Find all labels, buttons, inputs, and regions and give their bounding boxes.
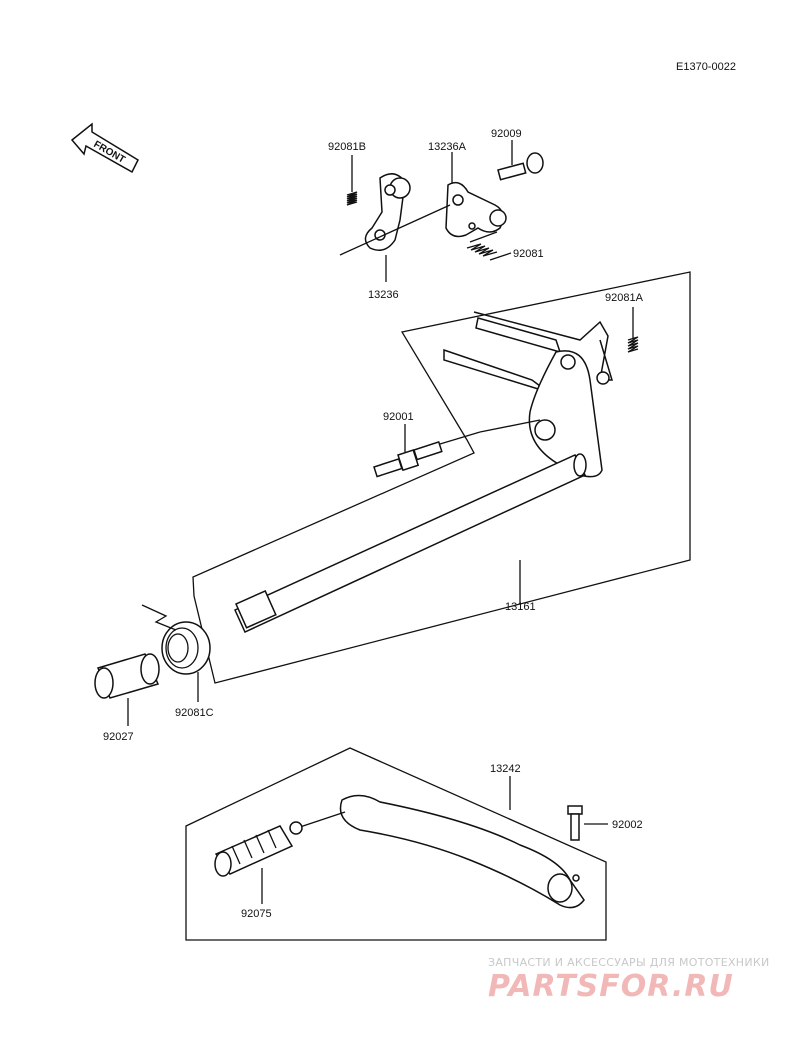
watermark-logo: PARTSFOR.RU — [488, 969, 734, 1004]
pedal-13242 — [289, 776, 585, 909]
collar-92027 — [94, 653, 160, 726]
spring-92081c — [141, 604, 211, 702]
label-92081a: 92081A — [605, 292, 644, 304]
label-92027: 92027 — [103, 731, 134, 743]
label-92009: 92009 — [491, 128, 522, 140]
label-92075: 92075 — [241, 908, 272, 920]
label-13236: 13236 — [368, 289, 399, 301]
bottom-group-frame — [185, 747, 607, 941]
label-92081c: 92081C — [175, 707, 214, 719]
label-13236a: 13236A — [428, 141, 467, 153]
shaft-13161 — [234, 453, 587, 633]
spring-92081b — [346, 184, 358, 206]
pedal-rubber-92075 — [214, 825, 294, 904]
shift-lever-assembly — [443, 307, 639, 478]
label-92001: 92001 — [383, 411, 414, 423]
label-92002: 92002 — [612, 819, 643, 831]
label-13242: 13242 — [490, 763, 521, 775]
watermark-tagline: ЗАПЧАСТИ И АКСЕССУАРЫ ДЛЯ МОТОТЕХНИКИ — [488, 956, 770, 969]
spring-92081 — [466, 243, 498, 257]
label-13161: 13161 — [505, 601, 536, 613]
middle-group-frame — [192, 271, 691, 684]
bolt-92009 — [497, 152, 544, 181]
label-92081b: 92081B — [328, 141, 366, 153]
top-group — [339, 140, 544, 282]
bolt-92001 — [373, 419, 541, 478]
front-arrow-icon: FRONT — [70, 122, 139, 174]
diagram-code: E1370-0022 — [676, 61, 736, 73]
label-92081: 92081 — [513, 248, 544, 260]
bolt-92002 — [567, 805, 608, 841]
spring-92081a — [627, 336, 639, 353]
